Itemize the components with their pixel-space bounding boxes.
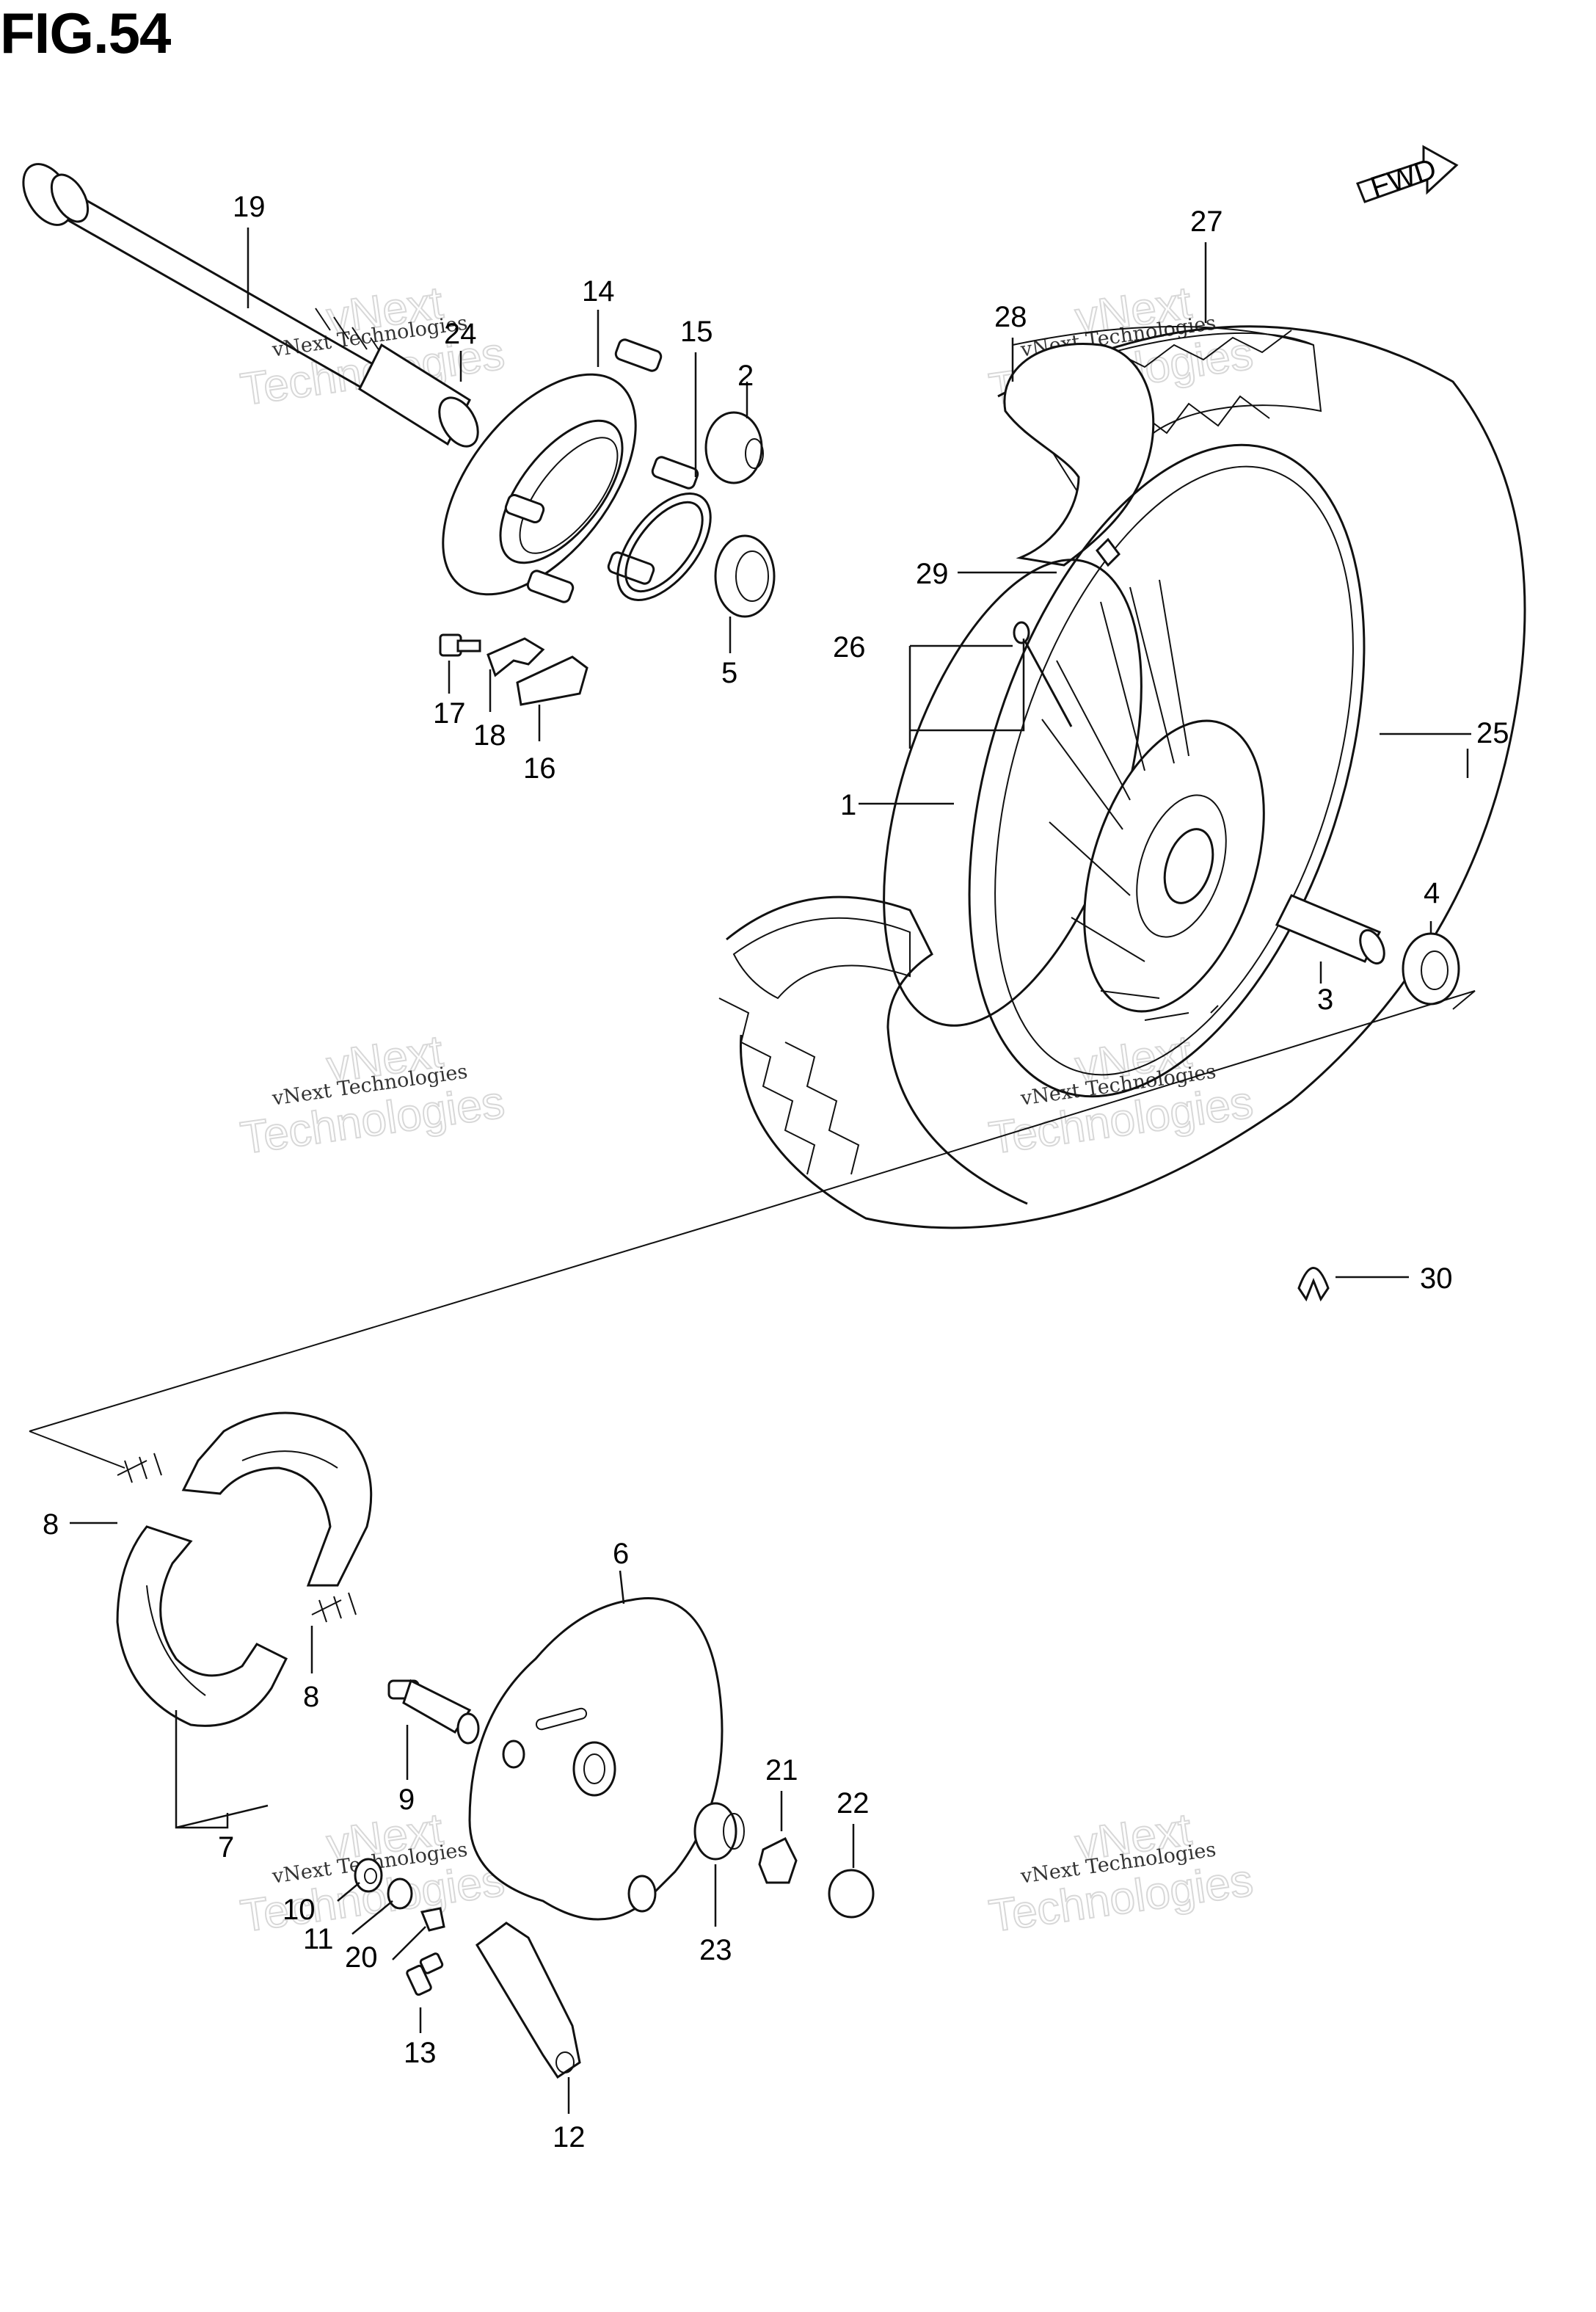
washer	[354, 1858, 383, 1893]
brake-arm	[475, 1922, 581, 2079]
fwd-arrow-icon: FWD	[1356, 145, 1459, 204]
part-label: 17	[433, 697, 466, 730]
watermark: vNext Technologies vNext Technologies	[237, 1025, 509, 1165]
part-label: 21	[765, 1754, 798, 1786]
part-label: 28	[994, 301, 1027, 333]
o-ring	[616, 492, 712, 601]
part-label: 7	[218, 1831, 234, 1864]
part-label: 11	[303, 1923, 334, 1955]
part-label: 9	[398, 1784, 415, 1816]
valve-stem	[1013, 621, 1073, 727]
spacer-tube	[1275, 894, 1385, 965]
part-label: 3	[1317, 984, 1333, 1016]
part-label: 16	[523, 752, 556, 785]
part-label: 18	[473, 719, 506, 752]
spacer-collar	[358, 343, 479, 448]
part-label: 25	[1476, 717, 1509, 749]
part-label: 19	[233, 191, 266, 223]
lock-plate	[516, 655, 589, 706]
svg-text:FWD: FWD	[1367, 153, 1440, 204]
part-label: 23	[699, 1934, 732, 1966]
nut	[758, 1836, 798, 1884]
wheel-bearing-right	[1402, 932, 1460, 1006]
watermark: vNext Technologies vNext Technologies	[985, 1025, 1257, 1165]
watermark: vNext Technologies vNext Technologies	[985, 1803, 1257, 1943]
part-label: 10	[283, 1894, 316, 1926]
part-label: 29	[916, 558, 949, 590]
brake-shoe-upper	[181, 1411, 373, 1587]
part-label: 13	[404, 2037, 437, 2069]
part-label: 1	[840, 789, 856, 821]
part-label: 26	[833, 631, 866, 664]
clip-a	[1297, 1267, 1330, 1302]
part-label: 4	[1424, 877, 1440, 909]
tire-lower-cutaway	[718, 895, 1028, 1205]
part-label: 24	[444, 318, 477, 350]
wheel-bearing	[714, 534, 776, 618]
return-spring	[117, 1453, 162, 1483]
bolt	[406, 1952, 444, 1996]
figure-title: FIG.54	[0, 1, 171, 65]
part-label: 5	[721, 657, 737, 689]
brake-panel	[468, 1597, 724, 1921]
part-label: 6	[613, 1538, 629, 1570]
part-label: 14	[582, 275, 615, 308]
leader-lines	[70, 228, 1471, 2114]
part-label: 20	[345, 1941, 378, 1974]
part-label: 30	[1420, 1262, 1453, 1295]
part-label: 8	[43, 1508, 59, 1541]
part-label: 27	[1190, 206, 1223, 238]
part-label: 22	[837, 1787, 870, 1820]
brake-cam	[387, 1679, 480, 1745]
assembly-boundary-line	[29, 990, 1476, 1469]
inner-tube	[1003, 343, 1155, 567]
cotter-pin	[420, 1907, 445, 1932]
valve-cap	[1096, 537, 1121, 567]
part-label: 8	[303, 1681, 319, 1713]
part-label: 12	[553, 2121, 586, 2153]
brake-shoe-lower	[116, 1525, 288, 1727]
return-spring	[311, 1592, 357, 1623]
bearing-cap	[704, 411, 764, 484]
part-label: 2	[737, 360, 754, 392]
bushing	[693, 1802, 745, 1861]
part-labels: 1 2 3 4 5 6 7 8 8 9 10 11 12 13 14 15 16…	[43, 191, 1509, 2153]
part-label: 15	[680, 316, 713, 348]
rubber-cap	[828, 1869, 875, 1919]
bolt	[439, 633, 481, 657]
lock-washer	[487, 637, 545, 677]
nut	[387, 1877, 413, 1910]
